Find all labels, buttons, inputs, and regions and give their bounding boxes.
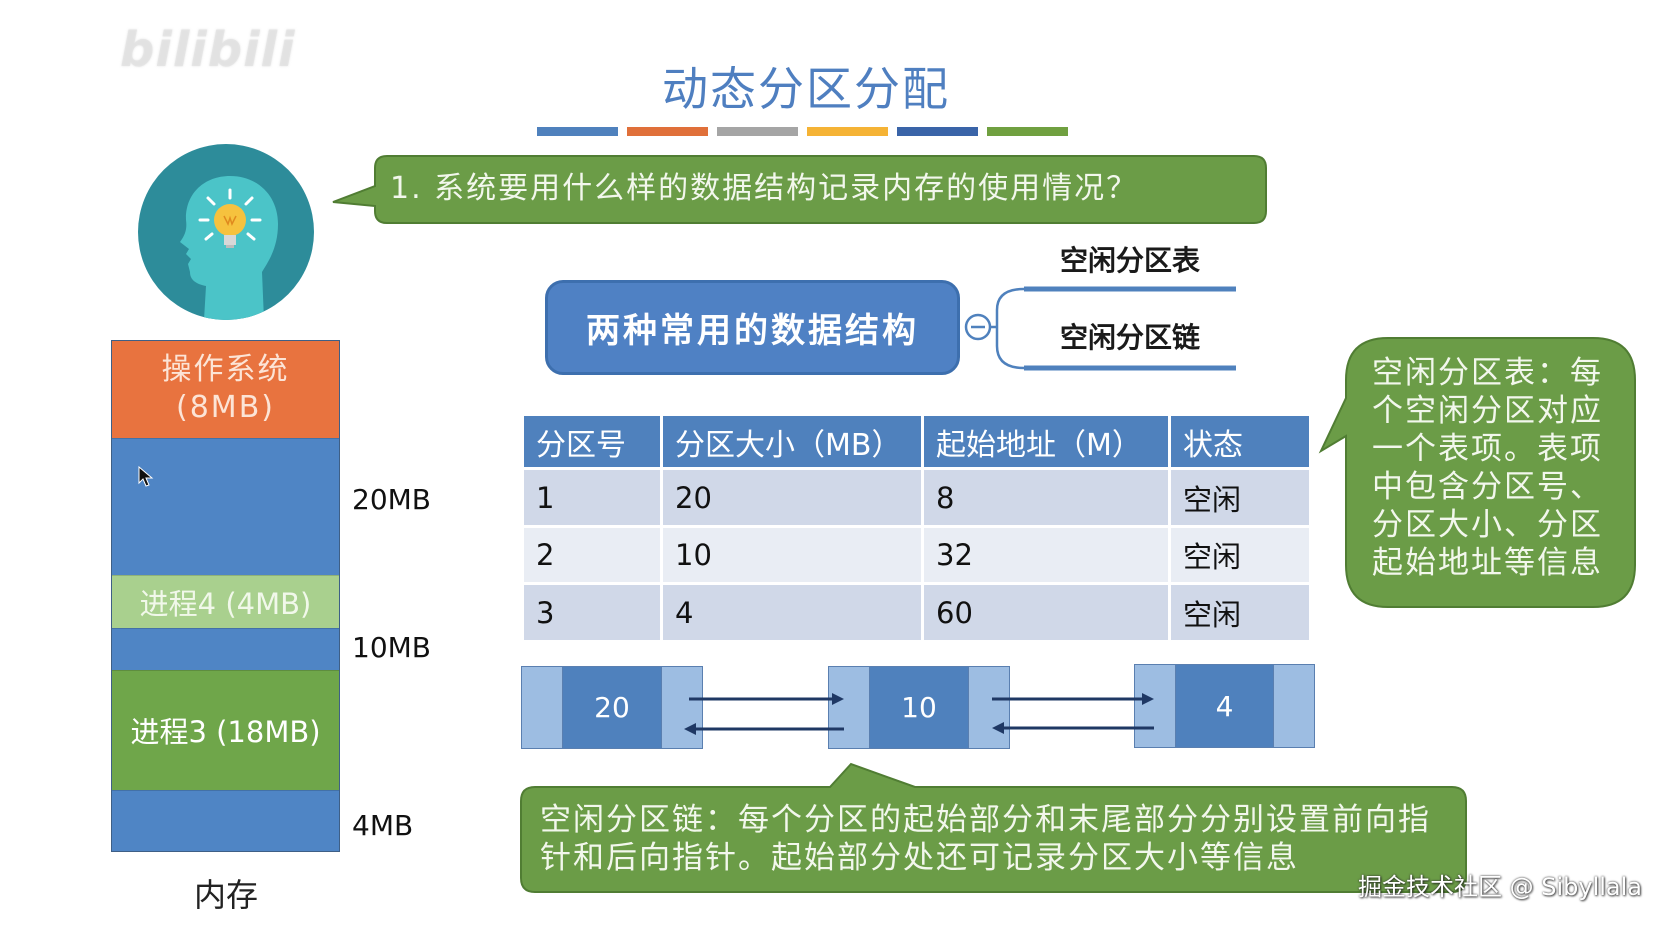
memory-caption: 内存 (193, 876, 258, 914)
table-cell: 2 (521, 525, 663, 585)
note-line: 空闲分区表：每 (1372, 355, 1603, 391)
forward-pointer-part (829, 667, 870, 748)
note-line: 起始地址等信息 (1372, 545, 1603, 581)
chain-node: 20 (521, 666, 703, 749)
chain-arrows (684, 693, 1154, 735)
chain-node: 10 (828, 666, 1010, 749)
chain-node-size: 10 (870, 667, 968, 748)
note-line: 中包含分区号、 (1372, 469, 1603, 505)
backward-pointer-part (1273, 665, 1314, 747)
note-line: 一个表项。表项 (1372, 431, 1603, 467)
memory-diagram: 操作系统 (8MB) 进程4 (4MB) 进程3 (18MB) (111, 340, 340, 852)
table-cell: 1 (521, 467, 663, 528)
free-size-label: 4MB (352, 809, 414, 842)
free-partition-chain-item: 空闲分区链 (1059, 321, 1200, 354)
title-underline-bars (537, 127, 1068, 136)
note-line: 个空闲分区对应 (1372, 393, 1603, 429)
table-row: 2 10 32 空闲 (521, 525, 1312, 585)
right-arrow-icon (992, 693, 1154, 705)
memory-free-segment (112, 627, 339, 670)
data-structures-label: 两种常用的数据结构 (586, 311, 919, 351)
note-line: 针和后向指针。起始部分处还可记录分区大小等信息 (540, 840, 1299, 876)
underline-bar (627, 127, 708, 136)
underline-bar (987, 127, 1068, 136)
free-partition-table: 分区号 分区大小（MB） 起始地址（M） 状态 1 20 8 空闲 2 10 3… (521, 413, 1312, 643)
underline-bar (897, 127, 978, 136)
column-header: 起始地址（M） (921, 413, 1171, 470)
minus-circle-icon (964, 313, 992, 341)
process3-label: 进程3 (18MB) (130, 715, 321, 750)
os-size: (8MB) (176, 390, 275, 426)
free-partition-table-item: 空闲分区表 (1059, 244, 1200, 277)
chain-note-bubble (520, 762, 1467, 893)
slide-title: 动态分区分配 (662, 62, 950, 116)
table-row: 1 20 8 空闲 (521, 467, 1312, 528)
juejin-watermark: 掘金技术社区 @ Sibyllala (1357, 873, 1642, 901)
left-arrow-icon (684, 723, 844, 735)
memory-free-segment (112, 790, 339, 852)
left-arrow-icon (992, 722, 1154, 734)
column-header: 分区大小（MB） (660, 413, 924, 470)
table-note-bubble (1318, 337, 1636, 608)
forward-pointer-part (522, 667, 563, 748)
backward-pointer-part (968, 667, 1009, 748)
table-cell: 20 (660, 467, 924, 528)
process4-label: 进程4 (4MB) (139, 586, 312, 621)
column-header: 状态 (1168, 413, 1312, 470)
lightbulb-head-icon (138, 144, 314, 320)
table-note-text: 空闲分区表：每 个空闲分区对应 一个表项。表项 中包含分区号、 分区大小、分区 … (1372, 354, 1603, 582)
right-arrow-icon (689, 693, 844, 705)
os-label: 操作系统 (161, 352, 290, 388)
memory-process3-segment: 进程3 (18MB) (112, 669, 339, 791)
chain-node-size: 4 (1176, 665, 1273, 747)
table-cell: 8 (921, 467, 1171, 528)
table-cell: 10 (660, 525, 924, 585)
underline-bar (537, 127, 618, 136)
table-cell: 空闲 (1168, 467, 1312, 528)
underline-bar (717, 127, 798, 136)
memory-free-segment (112, 437, 339, 576)
chain-node: 4 (1134, 664, 1315, 748)
question-bubble (332, 155, 1267, 224)
structure-bracket (964, 286, 1236, 371)
table-cell: 32 (921, 525, 1171, 585)
table-row: 3 4 60 空闲 (521, 582, 1312, 643)
table-header-row: 分区号 分区大小（MB） 起始地址（M） 状态 (521, 413, 1312, 470)
forward-pointer-part (1135, 665, 1176, 747)
bilibili-logo: bilibili (120, 22, 296, 78)
cursor-icon (138, 466, 154, 487)
data-structures-box: 两种常用的数据结构 (545, 280, 960, 375)
chain-node-size: 20 (563, 667, 661, 748)
column-header: 分区号 (521, 413, 663, 470)
chain-note-text: 空闲分区链：每个分区的起始部分和末尾部分分别设置前向指 针和后向指针。起始部分处… (540, 801, 1431, 877)
memory-process4-segment: 进程4 (4MB) (112, 575, 339, 628)
memory-os-segment: 操作系统 (8MB) (112, 341, 339, 438)
table-cell: 60 (921, 582, 1171, 643)
table-cell: 空闲 (1168, 525, 1312, 585)
table-cell: 3 (521, 582, 663, 643)
note-line: 空闲分区链：每个分区的起始部分和末尾部分分别设置前向指 (540, 802, 1431, 838)
table-cell: 空闲 (1168, 582, 1312, 643)
underline-bar (807, 127, 888, 136)
free-size-label: 10MB (352, 631, 431, 664)
free-size-label: 20MB (352, 483, 431, 516)
question-text: 1. 系统要用什么样的数据结构记录内存的使用情况？ (390, 171, 1139, 206)
note-line: 分区大小、分区 (1372, 507, 1603, 543)
table-cell: 4 (660, 582, 924, 643)
